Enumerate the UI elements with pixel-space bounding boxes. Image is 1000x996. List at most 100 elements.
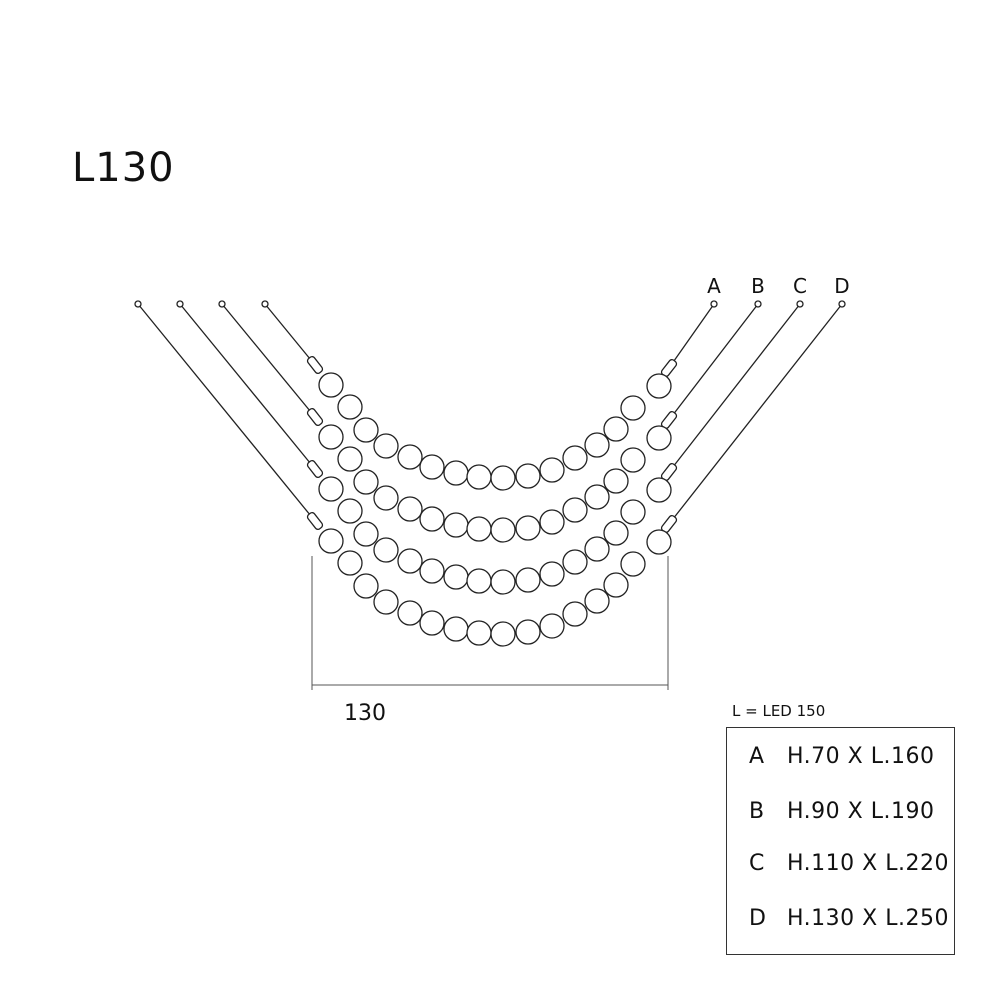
sphere bbox=[373, 433, 399, 459]
sphere bbox=[539, 457, 565, 483]
sphere bbox=[584, 484, 610, 510]
sphere bbox=[353, 417, 379, 443]
sphere bbox=[397, 548, 423, 574]
sphere bbox=[466, 620, 492, 646]
width-dimension bbox=[311, 556, 669, 690]
sphere bbox=[620, 447, 646, 473]
sphere bbox=[539, 509, 565, 535]
legend-letter: C bbox=[749, 851, 765, 876]
sphere bbox=[490, 569, 516, 595]
sphere bbox=[337, 498, 363, 524]
sphere bbox=[646, 477, 672, 503]
sphere bbox=[646, 425, 672, 451]
sphere bbox=[397, 444, 423, 470]
ceiling-anchor-left bbox=[176, 300, 184, 308]
sphere bbox=[466, 568, 492, 594]
sphere bbox=[353, 573, 379, 599]
suspension-rod-right bbox=[668, 303, 801, 473]
legend-letter: A bbox=[749, 744, 765, 769]
sphere bbox=[620, 499, 646, 525]
end-housing-left bbox=[306, 460, 324, 478]
sphere bbox=[646, 373, 672, 399]
sphere bbox=[443, 512, 469, 538]
sphere bbox=[318, 372, 344, 398]
sphere bbox=[562, 497, 588, 523]
sphere bbox=[584, 432, 610, 458]
legend-spec: H.130 X L.250 bbox=[787, 906, 949, 931]
sphere bbox=[603, 520, 629, 546]
ceiling-anchor-right bbox=[710, 300, 718, 308]
ceiling-anchor-right bbox=[754, 300, 762, 308]
sphere bbox=[466, 516, 492, 542]
end-housing-left bbox=[306, 408, 324, 426]
sphere bbox=[353, 521, 379, 547]
sphere bbox=[337, 550, 363, 576]
sphere bbox=[318, 424, 344, 450]
legend-letter: B bbox=[749, 799, 765, 824]
ceiling-anchor-right bbox=[838, 300, 846, 308]
sphere bbox=[515, 619, 541, 645]
legend-row-c: C H.110 X L.220 bbox=[727, 851, 954, 881]
sphere bbox=[584, 588, 610, 614]
strand-label: D bbox=[834, 274, 849, 298]
sphere bbox=[515, 515, 541, 541]
sphere bbox=[397, 600, 423, 626]
sphere bbox=[397, 496, 423, 522]
sphere bbox=[466, 464, 492, 490]
strand-label: A bbox=[707, 274, 721, 298]
sphere bbox=[562, 601, 588, 627]
sphere bbox=[584, 536, 610, 562]
strand-a bbox=[261, 300, 718, 491]
sphere bbox=[490, 517, 516, 543]
ceiling-anchor-right bbox=[796, 300, 804, 308]
sphere bbox=[353, 469, 379, 495]
page-title: L130 bbox=[72, 145, 175, 191]
legend-spec: H.90 X L.190 bbox=[787, 799, 935, 824]
sphere bbox=[337, 394, 363, 420]
end-housing-left bbox=[306, 512, 324, 530]
end-housing-left bbox=[306, 356, 324, 374]
suspension-rod-right bbox=[668, 303, 715, 369]
legend-row-d: D H.130 X L.250 bbox=[727, 906, 954, 936]
sphere bbox=[490, 621, 516, 647]
strand-c bbox=[176, 300, 804, 595]
suspension-rod-right bbox=[668, 303, 759, 421]
sphere bbox=[419, 558, 445, 584]
sphere bbox=[539, 613, 565, 639]
ceiling-anchor-left bbox=[261, 300, 269, 308]
sphere bbox=[419, 506, 445, 532]
sphere bbox=[603, 572, 629, 598]
legend-row-b: B H.90 X L.190 bbox=[727, 799, 954, 829]
suspension-rod-left bbox=[221, 303, 316, 418]
sphere bbox=[539, 561, 565, 587]
sphere bbox=[419, 610, 445, 636]
sphere bbox=[620, 395, 646, 421]
suspension-rod-right bbox=[668, 303, 843, 525]
sphere bbox=[318, 528, 344, 554]
sphere bbox=[373, 537, 399, 563]
legend-box: A H.70 X L.160 B H.90 X L.190 C H.110 X … bbox=[726, 727, 955, 955]
legend-letter: D bbox=[749, 906, 767, 931]
sphere bbox=[318, 476, 344, 502]
sphere bbox=[620, 551, 646, 577]
sphere bbox=[562, 549, 588, 575]
legend-spec: H.70 X L.160 bbox=[787, 744, 935, 769]
strand-label: B bbox=[751, 274, 765, 298]
sphere bbox=[646, 529, 672, 555]
sphere bbox=[562, 445, 588, 471]
sphere bbox=[515, 463, 541, 489]
suspension-rod-left bbox=[179, 303, 316, 470]
sphere bbox=[515, 567, 541, 593]
width-dimension-label: 130 bbox=[344, 701, 386, 726]
sphere bbox=[443, 564, 469, 590]
sphere bbox=[603, 416, 629, 442]
sphere bbox=[443, 460, 469, 486]
strands-group bbox=[134, 300, 846, 647]
sphere bbox=[373, 589, 399, 615]
strand-b bbox=[218, 300, 762, 543]
suspension-rod-left bbox=[137, 303, 316, 522]
sphere bbox=[490, 465, 516, 491]
ceiling-anchor-left bbox=[218, 300, 226, 308]
